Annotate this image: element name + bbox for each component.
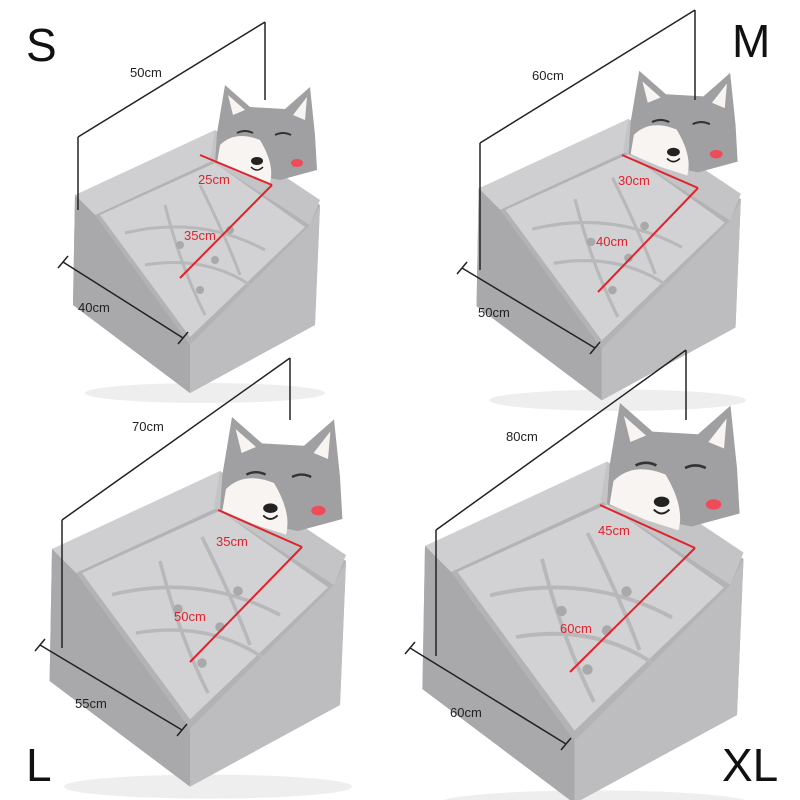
panel-l: 70cm 55cm 35cm 50cm [34,357,354,800]
inner-width-label-s: 25cm [198,172,230,187]
length-label-l: 55cm [75,696,107,711]
length-line-s [57,255,189,345]
length-line-l [34,638,188,737]
size-label-l: L [26,739,52,791]
length-label-xl: 60cm [450,705,482,720]
height-line-s [77,21,266,210]
length-label-s: 40cm [78,300,110,315]
height-label-xl: 80cm [506,429,538,444]
height-line-l [61,357,291,648]
length-line-m [456,261,601,355]
size-label-s: S [26,19,57,71]
inner-length-label-m: 40cm [596,234,628,249]
bed-image-s [71,83,327,405]
inner-length-label-s: 35cm [184,228,216,243]
inner-lines-xl [569,504,696,673]
inner-width-label-l: 35cm [216,534,248,549]
inner-lines-m [597,154,699,293]
inner-length-label-xl: 60cm [560,621,592,636]
inner-lines-s [179,154,273,279]
height-label-m: 60cm [532,68,564,83]
inner-width-label-m: 30cm [618,173,650,188]
size-label-m: M [732,15,771,67]
length-line-xl [404,641,572,751]
bed-image-xl [420,401,752,800]
size-label-xl: XL [722,739,779,791]
panel-m: 60cm 50cm 30cm 40cm [456,9,748,413]
inner-width-label-xl: 45cm [598,523,630,538]
length-label-m: 50cm [478,305,510,320]
height-label-l: 70cm [132,419,164,434]
height-label-s: 50cm [130,65,162,80]
panel-s: 50cm 40cm 25cm 35cm [57,21,327,405]
inner-lines-l [189,509,303,663]
height-line-xl [435,349,687,656]
height-line-m [479,9,696,270]
inner-length-label-l: 50cm [174,609,206,624]
bed-image-l [47,415,354,800]
panel-xl: 80cm 60cm 45cm 60cm [404,349,752,800]
